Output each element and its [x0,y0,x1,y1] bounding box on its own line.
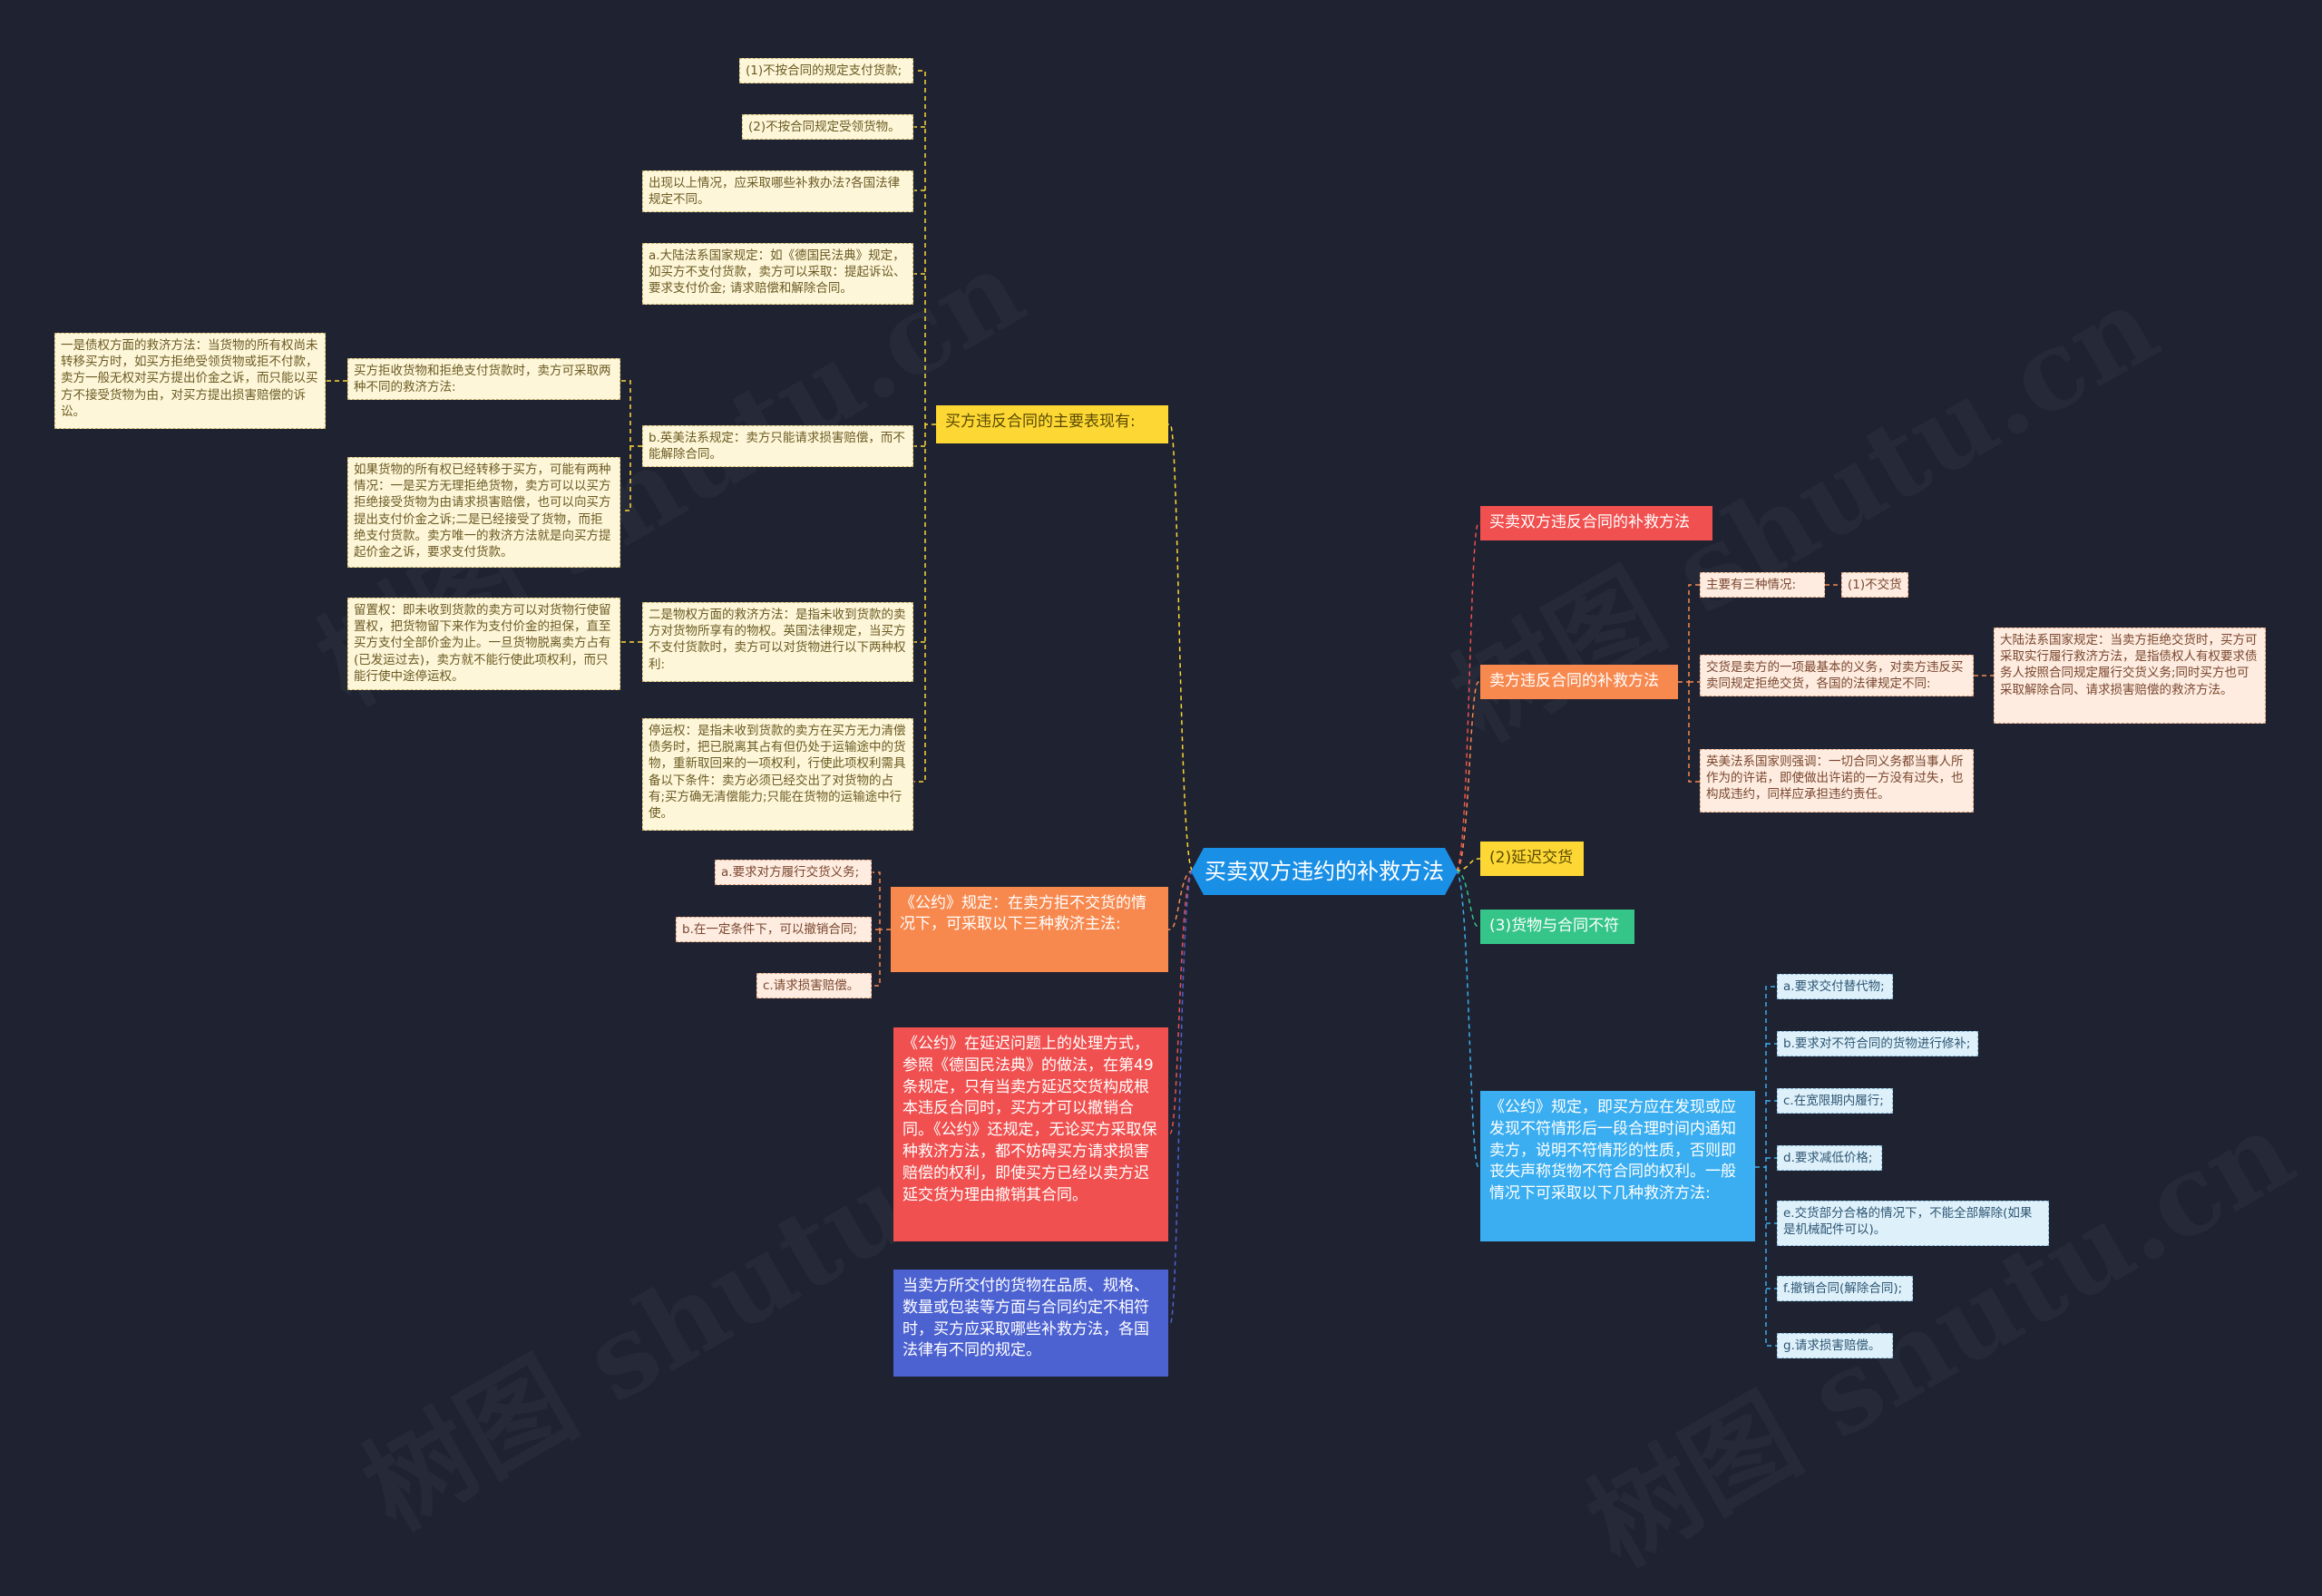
cisg-notice-node[interactable]: 《公约》规定，即买方应在发现或应发现不符情形后一段合理时间内通知卖方，说明不符情… [1480,1091,1755,1241]
cisg-item-avoid[interactable]: b.在一定条件下，可以撤销合同; [676,917,872,942]
common-law-leaf[interactable]: 英美法系国家则强调：一切合同义务都当事人所作为的许诺，即使做出许诺的一方没有过失… [1700,749,1974,813]
remedy-price-reduction[interactable]: d.要求减低价格; [1777,1145,1882,1171]
buyer-item-common-law[interactable]: b.英美法系规定：卖方只能请求损害赔偿，而不能解除合同。 [642,425,913,467]
remedy-repair[interactable]: b.要求对不符合同的货物进行修补; [1777,1031,1978,1056]
remedy-substitute[interactable]: a.要求交付替代物; [1777,974,1893,999]
root-label: 买卖双方违约的补救方法 [1205,858,1444,884]
buyer-item-not-accept[interactable]: (2)不按合同规定受领货物。 [742,114,913,140]
cisg-item-damages[interactable]: c.请求损害赔偿。 [756,973,872,998]
non-delivery-leaf[interactable]: (1)不交货 [1841,572,1908,598]
seller-breach-node[interactable]: 卖方违反合同的补救方法 [1480,665,1678,699]
creditor-remedy[interactable]: 一是债权方面的救济方法：当货物的所有权尚未转移买方时，如买方拒绝受领货物或拒不付… [54,333,326,429]
ownership-passed[interactable]: 如果货物的所有权已经转移于买方，可能有两种情况：一是买方无理拒绝货物，卖方可以以… [347,457,620,568]
buyer-item-property-remedy[interactable]: 二是物权方面的救济方法：是指未收到货款的卖方对货物所享有的物权。英国法律规定，当… [642,602,913,682]
three-cases-label[interactable]: 主要有三种情况: [1700,572,1825,598]
buyer-breach-node[interactable]: 买方违反合同的主要表现有: [936,405,1168,443]
remedy-partial[interactable]: e.交货部分合格的情况下，不能全部解除(如果是机械配件可以)。 [1777,1201,2049,1246]
quality-mismatch-node[interactable]: 当卖方所交付的货物在品质、规格、数量或包装等方面与合同约定不相符时，买方应采取哪… [893,1270,1168,1377]
remedy-damages[interactable]: g.请求损害赔偿。 [1777,1333,1893,1358]
buyer-item-stoppage[interactable]: 停运权：是指未收到货款的卖方在买方无力清偿债务时，把已脱离其占有但仍处于运输途中… [642,718,913,831]
lien-right[interactable]: 留置权：即未收到货款的卖方可以对货物行使留置权，把货物留下来作为支付价金的担保，… [347,598,620,690]
both-breach-node[interactable]: 买卖双方违反合同的补救方法 [1480,506,1712,540]
buyer-item-not-pay[interactable]: (1)不按合同的规定支付货款; [739,58,913,83]
remedy-avoid-contract[interactable]: f.撤销合同(解除合同); [1777,1276,1913,1301]
late-delivery-node[interactable]: (2)延迟交货 [1480,842,1584,876]
continental-law-leaf[interactable]: 大陆法系国家规定：当卖方拒绝交货时，买方可采取实行履行救济方法，是指债权人有权要… [1994,628,2266,724]
cisg-item-perform[interactable]: a.要求对方履行交货义务; [715,860,872,885]
delay-handling-node[interactable]: 《公约》在延迟问题上的处理方式，参照《德国民法典》的做法，在第49条规定，只有当… [893,1027,1168,1241]
buyer-item-laws-differ[interactable]: 出现以上情况，应采取哪些补救办法?各国法律规定不同。 [642,170,913,212]
buyer-item-continental[interactable]: a.大陆法系国家规定：如《德国民法典》规定，如买方不支付货款，卖方可以采取：提起… [642,243,913,305]
remedy-grace-period[interactable]: c.在宽限期内履行; [1777,1088,1893,1114]
refuse-header[interactable]: 买方拒收货物和拒绝支付货款时，卖方可采取两种不同的救济方法: [347,358,620,400]
nonconforming-node[interactable]: (3)货物与合同不符 [1480,910,1634,944]
root-node[interactable]: 买卖双方违约的补救方法 [1191,848,1458,895]
delivery-duty-leaf[interactable]: 交货是卖方的一项最基本的义务，对卖方违反买卖同规定拒绝交货，各国的法律规定不同: [1700,655,1974,696]
cisg-refusal-node[interactable]: 《公约》规定：在卖方拒不交货的情况下，可采取以下三种救济主法: [891,887,1168,972]
